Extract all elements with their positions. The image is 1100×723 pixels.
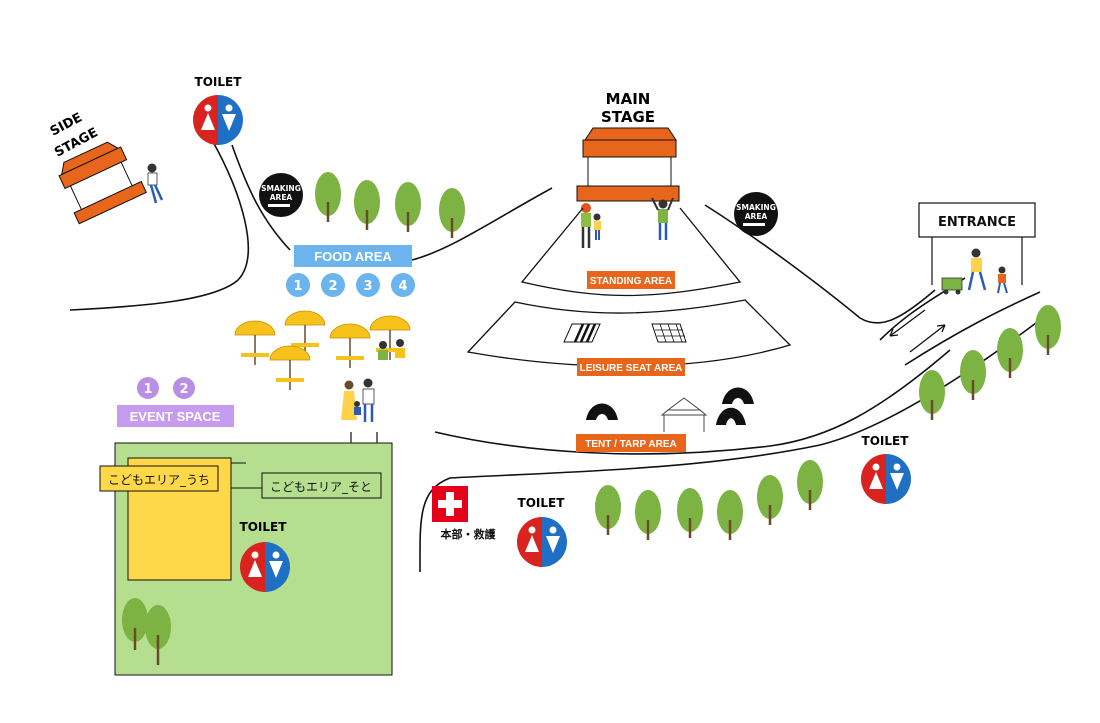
smoking-area-west[interactable]: SMAKING AREA (259, 173, 303, 217)
kids-inside-label: こどもエリア_うち (108, 473, 210, 487)
entrance-sign (918, 202, 1036, 238)
toilet-east[interactable]: TOILET (861, 434, 911, 504)
family-figures (341, 378, 375, 422)
arrow-in (909, 324, 946, 353)
svg-text:AREA: AREA (270, 193, 293, 202)
tent-icons (586, 387, 754, 432)
main-stage[interactable]: MAIN STAGE (576, 90, 680, 202)
standing-zone (520, 207, 742, 297)
arrow-out (889, 309, 926, 337)
toilet-south-label: TOILET (518, 496, 566, 510)
food-area[interactable]: FOOD AREA 1 2 3 4 (286, 245, 415, 297)
tree-icon (1035, 305, 1061, 355)
tree-icon (145, 605, 171, 665)
event-space-1[interactable]: 1 (143, 382, 152, 397)
event-space-label-bg (117, 405, 234, 427)
tree-icon (315, 172, 341, 222)
path-food-stage (411, 187, 553, 261)
main-stage-roof (584, 127, 677, 141)
food-area-label-bg (294, 245, 412, 267)
main-stage-title-1: MAIN (606, 90, 651, 108)
tree-icon (395, 182, 421, 232)
svg-text:AREA: AREA (745, 212, 768, 221)
tree-icon (997, 328, 1023, 378)
food-stall-1[interactable]: 1 (293, 279, 302, 294)
food-numbers: 1 2 3 4 (286, 273, 415, 297)
entrance[interactable]: ENTRANCE (918, 202, 1036, 285)
toilet-kids[interactable]: TOILET (240, 520, 290, 592)
main-stage-roof-front (582, 139, 677, 158)
food-stall-2[interactable]: 2 (328, 279, 337, 294)
svg-text:SMAKING: SMAKING (736, 203, 776, 212)
toilet-icon (201, 104, 236, 131)
cigarette-icon (268, 204, 290, 207)
tree-icon (919, 370, 945, 420)
food-area-label: FOOD AREA (314, 249, 392, 264)
event-space-label: EVENT SPACE (130, 409, 221, 424)
tree-icon (635, 490, 661, 540)
event-space-2[interactable]: 2 (179, 382, 188, 397)
toilet-northwest[interactable]: TOILET (193, 75, 243, 145)
tree-icon (757, 475, 783, 525)
trees (122, 172, 1061, 665)
svg-text:SMAKING: SMAKING (261, 184, 301, 193)
hq-label: 本部・救護 (441, 527, 497, 541)
food-umbrellas (234, 310, 411, 390)
toilet-south[interactable]: TOILET (517, 496, 567, 567)
path-side-toilet (69, 139, 250, 311)
standing-area-label-bg[interactable] (587, 271, 675, 289)
leisure-zone (466, 299, 792, 367)
tent-area-label: TENT / TARP AREA (585, 439, 676, 450)
kids-outside-label-bg (261, 472, 382, 499)
kids-outside-label: こどもエリア_そと (270, 480, 372, 494)
leisure-seat-icons (563, 323, 687, 343)
toilet-northwest-label: TOILET (195, 75, 243, 89)
food-stall-3[interactable]: 3 (363, 279, 372, 294)
tree-icon (595, 485, 621, 535)
leisure-area-label-bg[interactable] (577, 358, 685, 376)
hq-first-aid[interactable]: 本部・救護 (432, 486, 496, 541)
side-stage[interactable]: SIDE STAGE (48, 110, 164, 225)
cigarette-icon (743, 223, 765, 226)
path-toilet-food (231, 144, 291, 251)
standing-area-label: STANDING AREA (590, 276, 672, 287)
food-stall-4[interactable]: 4 (398, 279, 407, 294)
tree-icon (960, 350, 986, 400)
toilet-icon (248, 551, 283, 578)
path-center-upper (434, 349, 951, 455)
tree-icon (122, 598, 148, 650)
entrance-label: ENTRANCE (938, 215, 1016, 230)
tent-area-label-bg[interactable] (576, 434, 686, 452)
main-stage-title-2: STAGE (601, 108, 655, 126)
toilet-icon (869, 463, 904, 490)
toilet-icon (525, 526, 560, 553)
toilet-kids-label: TOILET (240, 520, 288, 534)
tree-icon (717, 490, 743, 540)
tree-icon (439, 188, 465, 238)
toilet-east-label: TOILET (862, 434, 910, 448)
tree-icon (354, 180, 380, 230)
tree-icon (797, 460, 823, 510)
main-stage-platform (576, 185, 680, 202)
smoking-area-east[interactable]: SMAKING AREA (734, 192, 778, 236)
entrance-visitors (941, 248, 1008, 295)
event-space[interactable]: 1 2 EVENT SPACE (117, 377, 234, 427)
stage-audience (581, 197, 674, 248)
tree-icon (677, 488, 703, 538)
leisure-area-label: LEISURE SEAT AREA (580, 363, 683, 374)
path-entrance-lower (904, 291, 1041, 366)
kids-inside-label-bg (99, 465, 219, 492)
entrance-arrows (889, 309, 946, 353)
